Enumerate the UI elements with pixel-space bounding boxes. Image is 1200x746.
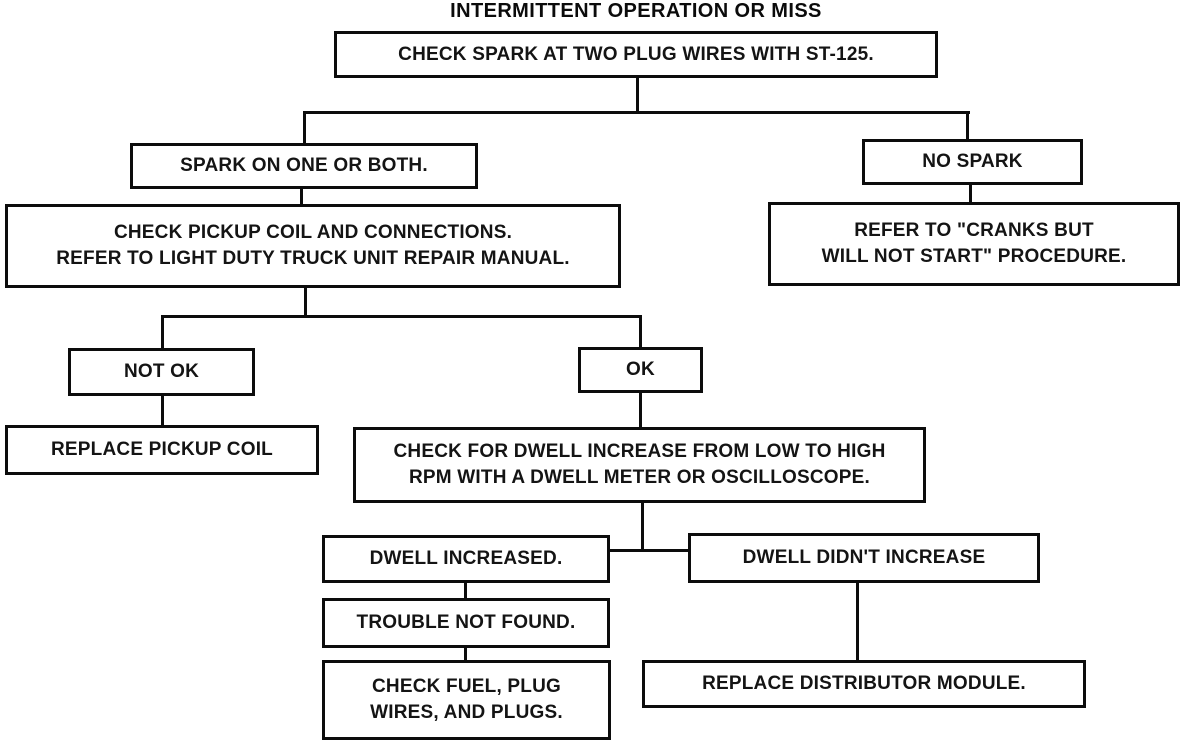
edge-split2-right: [639, 315, 642, 349]
edge-split1-right: [966, 111, 969, 141]
node-dwell-increased: DWELL INCREASED.: [322, 535, 610, 583]
edge-split3-bar: [608, 549, 690, 552]
edge-split2-left: [161, 315, 164, 350]
edge-didnt-distributor: [856, 581, 859, 662]
node-check-pickup-coil: CHECK PICKUP COIL AND CONNECTIONS. REFER…: [5, 204, 621, 288]
edge-increased-trouble: [464, 581, 467, 600]
node-trouble-not-found: TROUBLE NOT FOUND.: [322, 598, 610, 648]
node-spark-on-one-or-both: SPARK ON ONE OR BOTH.: [130, 143, 478, 189]
edge-trouble-checkfuel: [464, 646, 467, 662]
node-label-line2: RPM WITH A DWELL METER OR OSCILLOSCOPE.: [409, 467, 870, 488]
node-label-line2: REFER TO LIGHT DUTY TRUCK UNIT REPAIR MA…: [56, 248, 570, 269]
node-not-ok: NOT OK: [68, 348, 255, 396]
node-label-line1: CHECK PICKUP COIL AND CONNECTIONS.: [113, 222, 513, 243]
edge-sparkon-pickup: [300, 187, 303, 206]
edge-notok-replace: [161, 394, 164, 427]
node-label: DWELL INCREASED.: [369, 548, 563, 569]
node-label-line1: CHECK FUEL, PLUG: [372, 676, 561, 697]
edge-split2-bar: [161, 315, 642, 318]
edge-dwellcheck-stem: [641, 501, 644, 552]
flowchart-title: INTERMITTENT OPERATION OR MISS: [450, 0, 822, 22]
node-label: SPARK ON ONE OR BOTH.: [180, 155, 428, 176]
node-label: NO SPARK: [922, 151, 1023, 172]
node-label: CHECK SPARK AT TWO PLUG WIRES WITH ST-12…: [398, 43, 874, 65]
node-check-dwell-increase: CHECK FOR DWELL INCREASE FROM LOW TO HIG…: [353, 427, 926, 503]
node-replace-distributor-module: REPLACE DISTRIBUTOR MODULE.: [642, 660, 1086, 708]
edge-ok-dwellcheck: [639, 391, 642, 429]
node-check-spark: CHECK SPARK AT TWO PLUG WIRES WITH ST-12…: [334, 31, 938, 78]
node-label: TROUBLE NOT FOUND.: [356, 612, 576, 633]
node-check-fuel-wires-plugs: CHECK FUEL, PLUG WIRES, AND PLUGS.: [322, 660, 611, 740]
node-replace-pickup-coil: REPLACE PICKUP COIL: [5, 425, 319, 475]
node-dwell-didnt-increase: DWELL DIDN'T INCREASE: [688, 533, 1040, 583]
node-label-line2: WIRES, AND PLUGS.: [370, 702, 563, 723]
node-refer-cranks-procedure: REFER TO "CRANKS BUT WILL NOT START" PRO…: [768, 202, 1180, 286]
node-label-line1: REFER TO "CRANKS BUT: [854, 220, 1094, 241]
node-label-line1: CHECK FOR DWELL INCREASE FROM LOW TO HIG…: [393, 441, 886, 462]
edge-split1-left: [303, 111, 306, 145]
node-label: REPLACE DISTRIBUTOR MODULE.: [702, 673, 1026, 694]
node-label: OK: [626, 359, 655, 380]
node-no-spark: NO SPARK: [862, 139, 1083, 185]
edge-checkspark-stem: [636, 76, 639, 114]
node-label-line2: WILL NOT START" PROCEDURE.: [821, 246, 1127, 267]
node-label: NOT OK: [123, 361, 200, 382]
edge-pickup-stem: [304, 286, 307, 318]
edge-split1-bar: [303, 111, 970, 114]
node-label: REPLACE PICKUP COIL: [51, 439, 273, 460]
node-label: DWELL DIDN'T INCREASE: [742, 547, 986, 568]
node-ok: OK: [578, 347, 703, 393]
edge-nospark-cranks: [969, 182, 972, 204]
